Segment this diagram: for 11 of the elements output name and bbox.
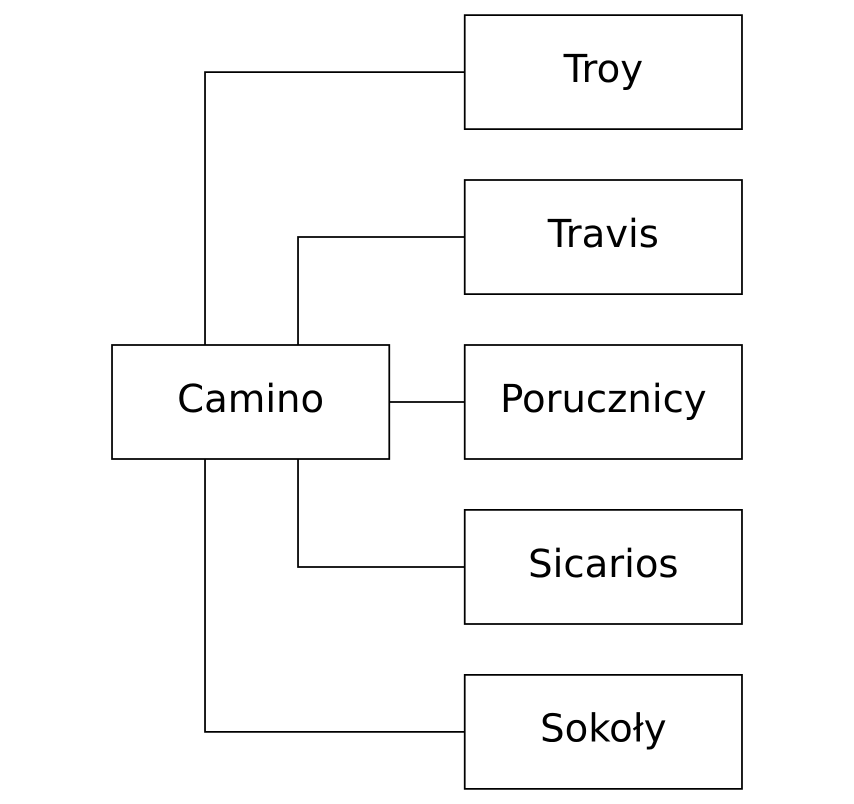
node-box: Porucznicy — [464, 344, 743, 460]
node-box: Troy — [464, 14, 743, 130]
connector — [297, 236, 465, 345]
connector — [204, 459, 465, 733]
connector — [297, 459, 465, 568]
node-box: Travis — [464, 179, 743, 295]
connector — [204, 71, 465, 345]
node-box: Sicarios — [464, 509, 743, 625]
connector — [390, 401, 465, 403]
node-box: Camino — [111, 344, 390, 460]
node-box: Sokoły — [464, 674, 743, 790]
